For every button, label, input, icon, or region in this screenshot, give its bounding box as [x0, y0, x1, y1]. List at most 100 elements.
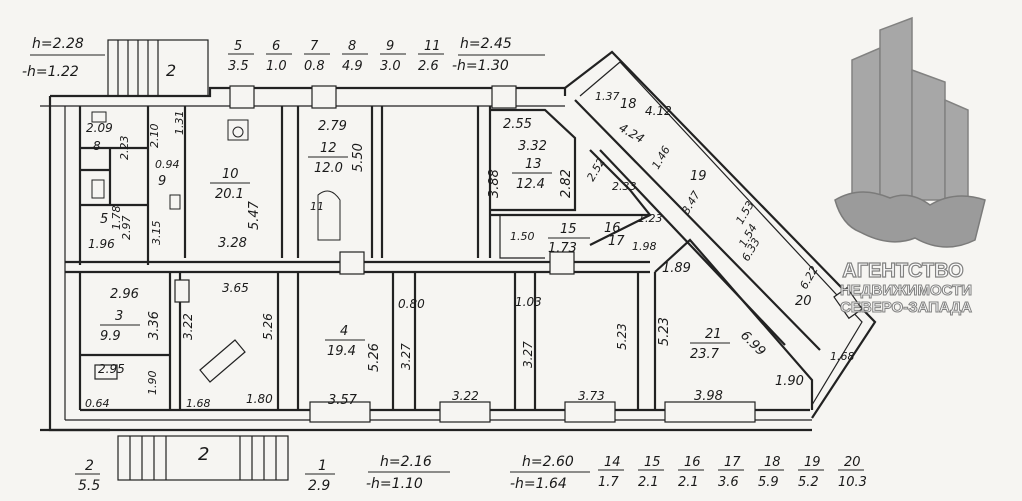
room8-area: 2.09	[86, 121, 113, 135]
room17-num: 17	[608, 234, 625, 249]
room18-d2: 4.24	[617, 120, 647, 145]
room16-num: 16	[604, 221, 621, 236]
fixtures	[91, 111, 341, 241]
room5-d1: 1.96	[88, 237, 115, 251]
misc-t: 0.94	[155, 158, 180, 171]
buildings-icon	[851, 16, 969, 201]
room20-num: 20	[795, 294, 812, 309]
footer-room1-num: 1	[318, 458, 327, 474]
agency-logo: АГЕНТСТВО НЕДВИЖИМОСТИ СЕВЕРО-ЗАПАДА	[834, 16, 986, 317]
room21-width: 3.98	[694, 389, 723, 404]
bottom-room-area: 2.1	[678, 475, 699, 490]
room21-top: 1.89	[662, 261, 691, 276]
misc-g: 3.27	[521, 341, 535, 368]
room4-num: 4	[340, 324, 348, 339]
top-room-num: 7	[310, 39, 319, 54]
top-room-area: 3.0	[380, 59, 401, 74]
footer-left-area: 5.5	[78, 478, 100, 494]
plan-header: h=2.28 -h=1.22 2 h=2.45 -h=1.30	[22, 36, 545, 80]
misc-r: 1.78	[110, 206, 123, 231]
room21-side: 5.23	[657, 317, 672, 346]
misc-n: 1.68	[186, 397, 211, 410]
misc-m: 1.90	[146, 371, 159, 396]
plan-walls	[40, 50, 877, 432]
bottom-room-num: 14	[604, 455, 621, 470]
top-room-num: 11	[424, 39, 441, 54]
room9-num: 9	[158, 174, 166, 189]
room5-d2: 2.97	[120, 216, 133, 241]
top-room-num: 6	[272, 39, 280, 54]
logo-line1: АГЕНТСТВО	[842, 260, 963, 282]
misc-e: 0.80	[398, 297, 425, 311]
room21-side2: 1.90	[775, 374, 804, 389]
room8-num: 8	[93, 139, 101, 153]
bottom-room-area: 10.3	[838, 475, 867, 490]
room16-d2: 2.33	[612, 180, 637, 193]
bottom-room-area: 5.9	[758, 475, 779, 490]
stairs	[107, 39, 545, 481]
room16-d1: 2.52	[584, 156, 608, 184]
room21-area: 23.7	[690, 347, 720, 362]
bottom-room-area: 1.7	[598, 475, 619, 490]
room19-d2: 3.47	[679, 189, 703, 217]
bottom-room-num: 15	[644, 455, 661, 470]
room10-depth: 5.47	[247, 200, 262, 230]
room20-d2: 6.22	[797, 264, 821, 292]
misc-p: 1.53	[733, 199, 757, 227]
misc-s: 3.15	[150, 221, 163, 246]
room3-depth: 3.36	[147, 311, 162, 340]
misc-c: 3.22	[181, 313, 195, 340]
room13-width: 3.32	[518, 139, 547, 154]
bottom-room-area: 5.2	[798, 475, 819, 490]
windows	[94, 85, 863, 423]
room18-d1: 4.12	[645, 104, 672, 118]
room18-num: 18	[620, 97, 637, 112]
misc-h: 3.22	[452, 389, 479, 403]
entrance-bottom-label: 2	[198, 444, 209, 465]
room13-area: 12.4	[516, 177, 545, 192]
top-room-num: 8	[348, 39, 356, 54]
top-room-area: 3.5	[228, 59, 249, 74]
room4-width: 3.57	[328, 393, 358, 408]
top-room-area: 1.0	[266, 59, 287, 74]
misc-a: 3.65	[222, 281, 249, 295]
room16-d3: 1.23	[638, 212, 663, 225]
misc-l: 0.64	[85, 397, 110, 410]
room8-side: 2.23	[118, 136, 131, 161]
room13-top: 2.55	[503, 117, 532, 132]
room12-area: 12.0	[314, 161, 343, 176]
footer-room1-area: 2.9	[308, 478, 330, 494]
misc-d: 3.27	[399, 343, 413, 370]
room17-side: 1.98	[632, 240, 657, 253]
room3-area: 9.9	[100, 329, 121, 344]
header-minus-h-right: -h=1.30	[452, 58, 509, 74]
room15-num: 15	[560, 222, 577, 237]
logo-line3: СЕВЕРО-ЗАПАДА	[840, 299, 972, 316]
room21-diag: 6.99	[737, 328, 768, 359]
room9-d2: 1.31	[173, 111, 186, 136]
room12-width: 2.79	[318, 119, 347, 134]
bottom-room-area: 3.6	[718, 475, 739, 490]
entrance-top-label: 2	[166, 61, 176, 80]
room9-d1: 2.10	[148, 124, 161, 149]
room10-width: 3.28	[218, 236, 247, 251]
top-room-area: 2.6	[418, 59, 439, 74]
footer-mid-h: h=2.16	[380, 454, 432, 470]
room12-depth: 5.50	[351, 143, 366, 172]
room12-num: 12	[320, 141, 337, 156]
footer-right-h: h=2.60	[522, 454, 574, 470]
room15-side: 1.50	[510, 230, 535, 243]
room20-d3: 1.68	[830, 350, 855, 363]
room21-num: 21	[705, 327, 722, 342]
room-labels: 10 20.1 3.28 5.47 12 12.0 2.79 5.50 13 1…	[85, 90, 855, 410]
room4-depth: 5.26	[367, 343, 382, 372]
misc-o: 1.80	[246, 392, 273, 406]
bottom-room-num: 19	[804, 455, 821, 470]
room19-d1: 1.46	[649, 144, 673, 172]
room13-num: 13	[525, 157, 542, 172]
bottom-room-area: 2.1	[638, 475, 659, 490]
room3-width: 2.96	[110, 287, 139, 302]
